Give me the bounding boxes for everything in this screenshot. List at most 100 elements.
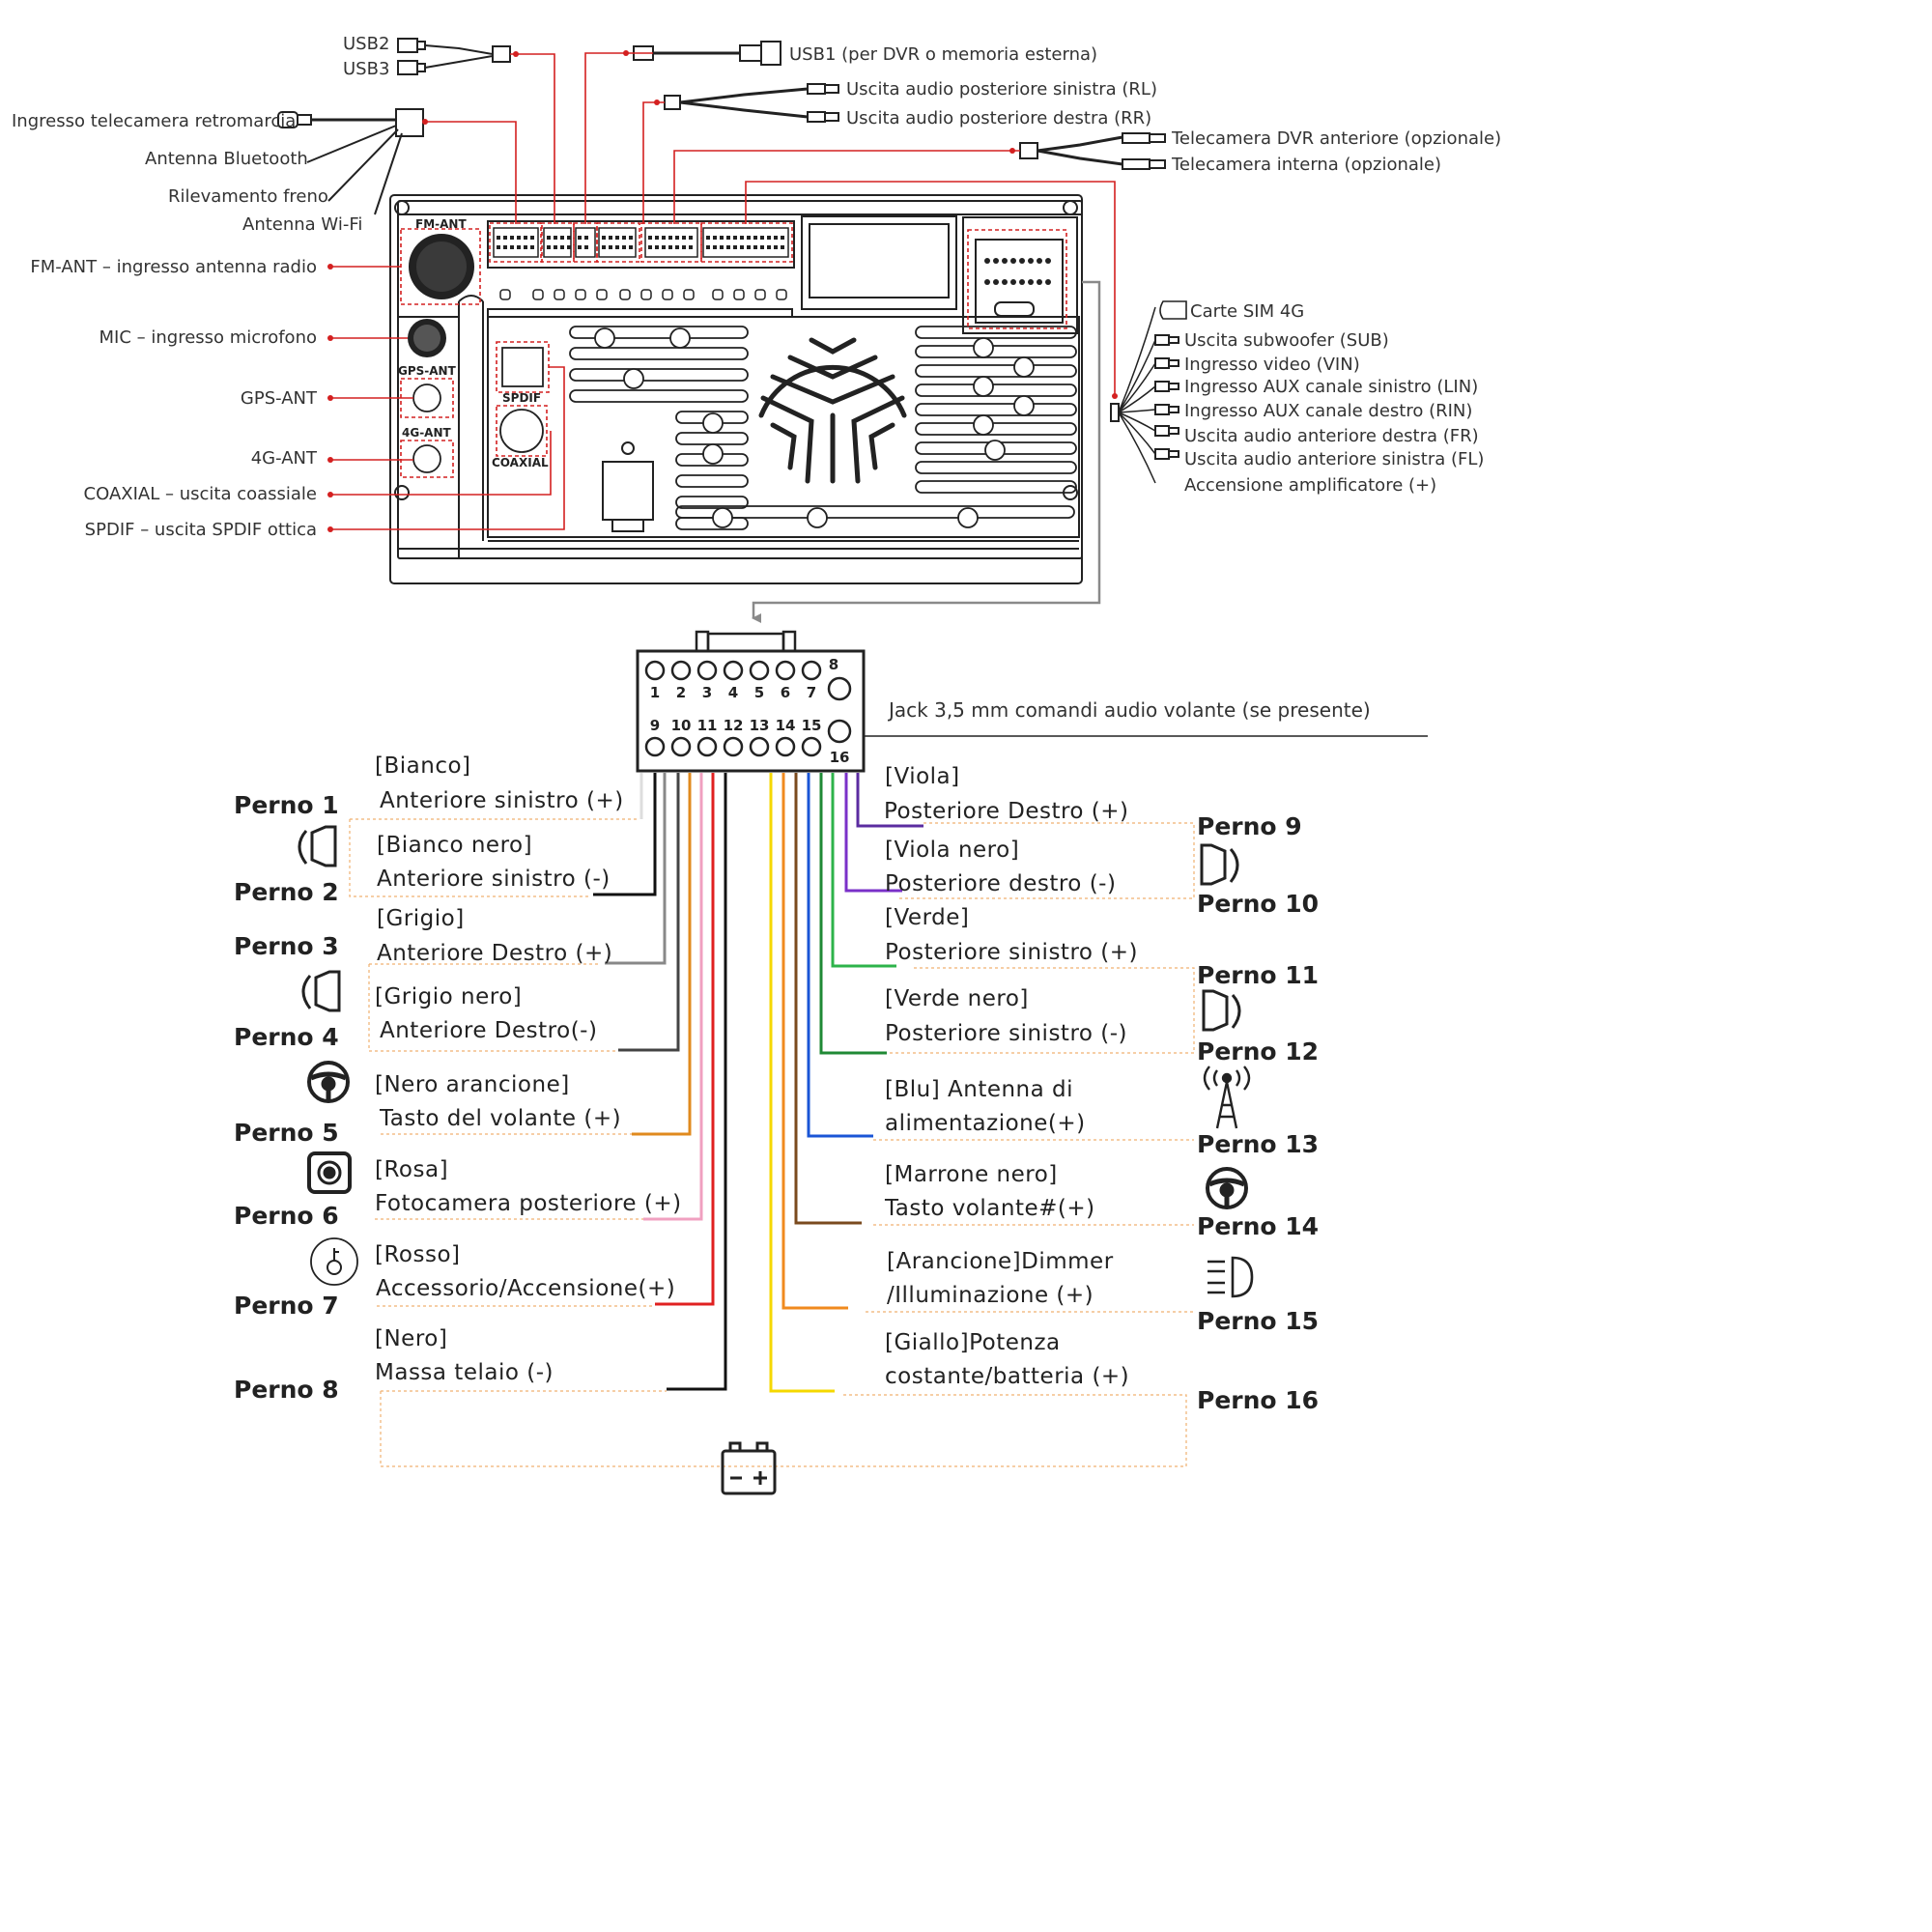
red-leaders: [330, 52, 1116, 530]
pin-label-left: Perno 4: [234, 1023, 339, 1051]
wire-function-label: Anteriore Destro (+): [377, 941, 612, 966]
wire-color-label: [Verde nero]: [885, 986, 1029, 1011]
label-usb2: USB2: [343, 34, 389, 54]
pin-label-left: Perno 7: [234, 1292, 339, 1320]
board-label-4g: 4G-ANT: [402, 426, 452, 440]
right-label-2: Ingresso video (VIN): [1184, 355, 1360, 375]
pin-number: 11: [697, 717, 718, 734]
label-4g-ant: 4G-ANT: [251, 448, 318, 469]
headlight-icon: [1208, 1256, 1254, 1298]
pin-label-right: Perno 12: [1197, 1037, 1319, 1065]
label-rl: Uscita audio posteriore sinistra (RL): [846, 79, 1157, 99]
label-cam-internal: Telecamera interna (opzionale): [1171, 155, 1441, 175]
pin-number: 9: [650, 717, 660, 734]
wire: [794, 773, 862, 1225]
wire-labels-left: [Bianco]Anteriore sinistro (+)[Bianco ne…: [375, 753, 681, 1385]
pin-number: 1: [650, 684, 660, 701]
camera-icon: [307, 1151, 352, 1194]
wire: [831, 773, 896, 968]
right-labels: Carte SIM 4G Uscita subwoofer (SUB) Ingr…: [1159, 300, 1484, 496]
wire-color-label: [Rosso]: [375, 1242, 461, 1267]
wiring-diagram: FM-ANT GPS-ANT 4G-ANT SPDIF COAXIAL: [12, 34, 1501, 1495]
wire-function-label: Massa telaio (-): [375, 1360, 554, 1385]
right-label-1: Uscita subwoofer (SUB): [1184, 330, 1389, 351]
highlight-boxes: [400, 222, 1067, 478]
wire-color-label: [Grigio nero]: [375, 984, 522, 1009]
steering-wheel-icon: [307, 1061, 350, 1103]
red-dots: [327, 50, 1118, 532]
wire: [769, 773, 835, 1393]
perno-labels: Perno 1 Perno 2 Perno 3 Perno 4 Perno 5 Perno…: [234, 791, 1319, 1414]
pin-label-right: Perno 9: [1197, 812, 1302, 840]
pin-number: 15: [802, 717, 822, 734]
pin-label-left: Perno 1: [234, 791, 339, 819]
ignition-key-icon: [310, 1237, 358, 1286]
wire-function-label: Posteriore destro (-): [885, 871, 1116, 896]
right-label-6: Uscita audio anteriore sinistra (FL): [1184, 449, 1484, 469]
pin-label-left: Perno 2: [234, 878, 339, 906]
wire-color-label: [Bianco nero]: [377, 833, 532, 858]
rear-aux-connector: [984, 258, 1051, 317]
wire-function-label: Accessorio/Accensione(+): [376, 1276, 675, 1301]
right-label-4: Ingresso AUX canale destro (RIN): [1184, 401, 1472, 421]
pin-number: 14: [776, 717, 796, 734]
wire-color-label: [Verde]: [885, 905, 969, 930]
wire-color-label: [Giallo]Potenza: [885, 1330, 1061, 1355]
wire-color-label: [Rosa]: [375, 1157, 448, 1182]
pin-label-left: Perno 6: [234, 1202, 339, 1230]
wire-function-label: Anteriore sinistro (-): [377, 867, 611, 892]
pin-label-right: Perno 13: [1197, 1130, 1319, 1158]
label-usb1: USB1 (per DVR o memoria esterna): [789, 44, 1097, 65]
pin-label-left: Perno 3: [234, 932, 339, 960]
label-gps-ant: GPS-ANT: [241, 388, 318, 409]
board-bolts: [499, 289, 787, 300]
wire-function-label: Tasto volante#(+): [884, 1196, 1095, 1221]
antenna-icon: [1203, 1065, 1251, 1129]
pin-label-right: Perno 10: [1197, 890, 1319, 918]
label-coaxial: COAXIAL – uscita coassiale: [84, 484, 317, 504]
connector-pin-dots: [497, 236, 784, 249]
top-labels: USB2 USB3 USB1 (per DVR o memoria estern…: [12, 34, 1501, 235]
wire-color-label: [Viola]: [885, 764, 960, 789]
steering-wheel-icon: [1206, 1167, 1248, 1209]
board-label-fm: FM-ANT: [415, 217, 467, 231]
pin-label-left: Perno 5: [234, 1119, 339, 1147]
wire: [667, 773, 727, 1391]
wire: [593, 773, 657, 896]
pin-number: 3: [702, 684, 712, 701]
pin-number: 4: [728, 684, 738, 701]
label-spdif: SPDIF – uscita SPDIF ottica: [85, 520, 317, 540]
label-mic: MIC – ingresso microfono: [99, 327, 317, 348]
speaker-icon: [301, 970, 341, 1012]
speaker-icon: [298, 825, 337, 867]
pin-label-right: Perno 16: [1197, 1386, 1319, 1414]
sim-card-icon: [1159, 300, 1187, 320]
pin-label-right: Perno 14: [1197, 1212, 1319, 1240]
label-bt-antenna: Antenna Bluetooth: [145, 149, 308, 169]
pin-label-right: Perno 11: [1197, 961, 1319, 989]
fan-logo: [758, 337, 907, 484]
wire-color-label: [Marrone nero]: [885, 1162, 1058, 1187]
pin-label-right: Perno 15: [1197, 1307, 1319, 1335]
pin-number: 13: [750, 717, 770, 734]
board-labels: FM-ANT GPS-ANT 4G-ANT SPDIF COAXIAL: [398, 217, 549, 469]
wire-color-label: [Grigio]: [377, 906, 465, 931]
label-wifi: Antenna Wi-Fi: [242, 214, 362, 235]
pin-number: 2: [676, 684, 686, 701]
label-rr: Uscita audio posteriore destra (RR): [846, 108, 1151, 128]
pin-number: 7: [807, 684, 816, 701]
pin-number: 8: [829, 656, 838, 673]
label-dvr-front: Telecamera DVR anteriore (opzionale): [1171, 128, 1501, 149]
wire: [807, 773, 873, 1138]
pin-icons: [298, 825, 1254, 1495]
wire-function-label: costante/batteria (+): [885, 1364, 1129, 1389]
wire-color-label: [Viola nero]: [885, 838, 1019, 863]
speaker-icon: [1200, 843, 1239, 886]
wire: [655, 773, 715, 1306]
board-label-coaxial: COAXIAL: [492, 456, 549, 469]
head-unit-board: [389, 194, 1083, 584]
wire-color-label: [Bianco]: [375, 753, 471, 779]
heat-sink: [569, 326, 1077, 530]
right-label-7: Accensione amplificatore (+): [1184, 475, 1436, 496]
pin-label-left: Perno 8: [234, 1376, 339, 1404]
